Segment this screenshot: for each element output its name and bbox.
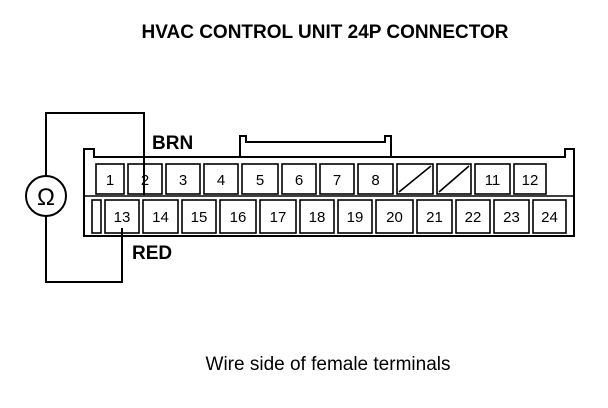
terminal-label-14: 14 (152, 209, 169, 226)
terminal-label-6: 6 (295, 172, 303, 189)
terminal-cavity (357, 163, 394, 195)
terminal-cavity (337, 199, 373, 234)
terminal-label-23: 23 (503, 209, 520, 226)
terminal-cavity (127, 163, 163, 195)
diagram-title: HVAC CONTROL UNIT 24P CONNECTOR (141, 22, 508, 43)
terminal-cavity (95, 163, 125, 195)
terminal-label-8: 8 (371, 172, 379, 189)
terminal-cavity (181, 199, 217, 234)
terminal-cavity (219, 199, 257, 234)
terminal-label-18: 18 (309, 209, 326, 226)
ohmmeter-icon (25, 175, 67, 217)
diagram-caption: Wire side of female terminals (206, 354, 451, 375)
terminal-label-20: 20 (386, 209, 403, 226)
meter-wire (45, 112, 145, 195)
terminal-cavity (299, 199, 335, 234)
terminal-cavity (165, 163, 201, 195)
terminal-cavity (474, 163, 511, 195)
terminal-label-5: 5 (256, 172, 264, 189)
terminal-cavity (319, 163, 355, 195)
connector-lock-tab (239, 135, 392, 157)
terminal-cavity (375, 199, 414, 234)
terminal-label-19: 19 (347, 209, 364, 226)
terminal-cavity (493, 199, 530, 234)
ohm-symbol: Ω (37, 184, 55, 211)
wire-label-red: RED (132, 243, 172, 264)
terminal-label-21: 21 (426, 209, 443, 226)
unused-terminal-slash (438, 165, 470, 193)
wire-label-brn: BRN (152, 133, 193, 154)
terminal-cavity (104, 199, 140, 234)
unused-terminal-slash (398, 165, 432, 193)
terminal-label-1: 1 (106, 172, 114, 189)
terminal-label-13: 13 (114, 209, 131, 226)
terminal-cavity (513, 163, 547, 195)
terminal-label-4: 4 (217, 172, 225, 189)
terminal-cavity (532, 199, 567, 234)
terminal-cavity (142, 199, 179, 234)
terminal-label-3: 3 (179, 172, 187, 189)
connector-key-slot (91, 199, 102, 234)
meter-wire-return (45, 216, 123, 283)
terminal-cavity (436, 163, 472, 195)
terminal-label-2: 2 (141, 172, 149, 189)
terminal-cavity (241, 163, 279, 195)
terminal-cavity (455, 199, 491, 234)
terminal-label-15: 15 (191, 209, 208, 226)
terminal-label-24: 24 (541, 209, 558, 226)
terminal-cavity (203, 163, 239, 195)
terminal-label-7: 7 (333, 172, 341, 189)
terminal-label-16: 16 (230, 209, 247, 226)
terminal-label-11: 11 (485, 172, 501, 189)
terminal-cavity (416, 199, 453, 234)
terminal-label-12: 12 (522, 172, 539, 189)
terminal-label-17: 17 (270, 209, 287, 226)
terminal-cavity (259, 199, 297, 234)
terminal-cavity (281, 163, 317, 195)
terminal-label-22: 22 (465, 209, 482, 226)
terminal-cavity (396, 163, 434, 195)
connector-housing (83, 148, 575, 237)
